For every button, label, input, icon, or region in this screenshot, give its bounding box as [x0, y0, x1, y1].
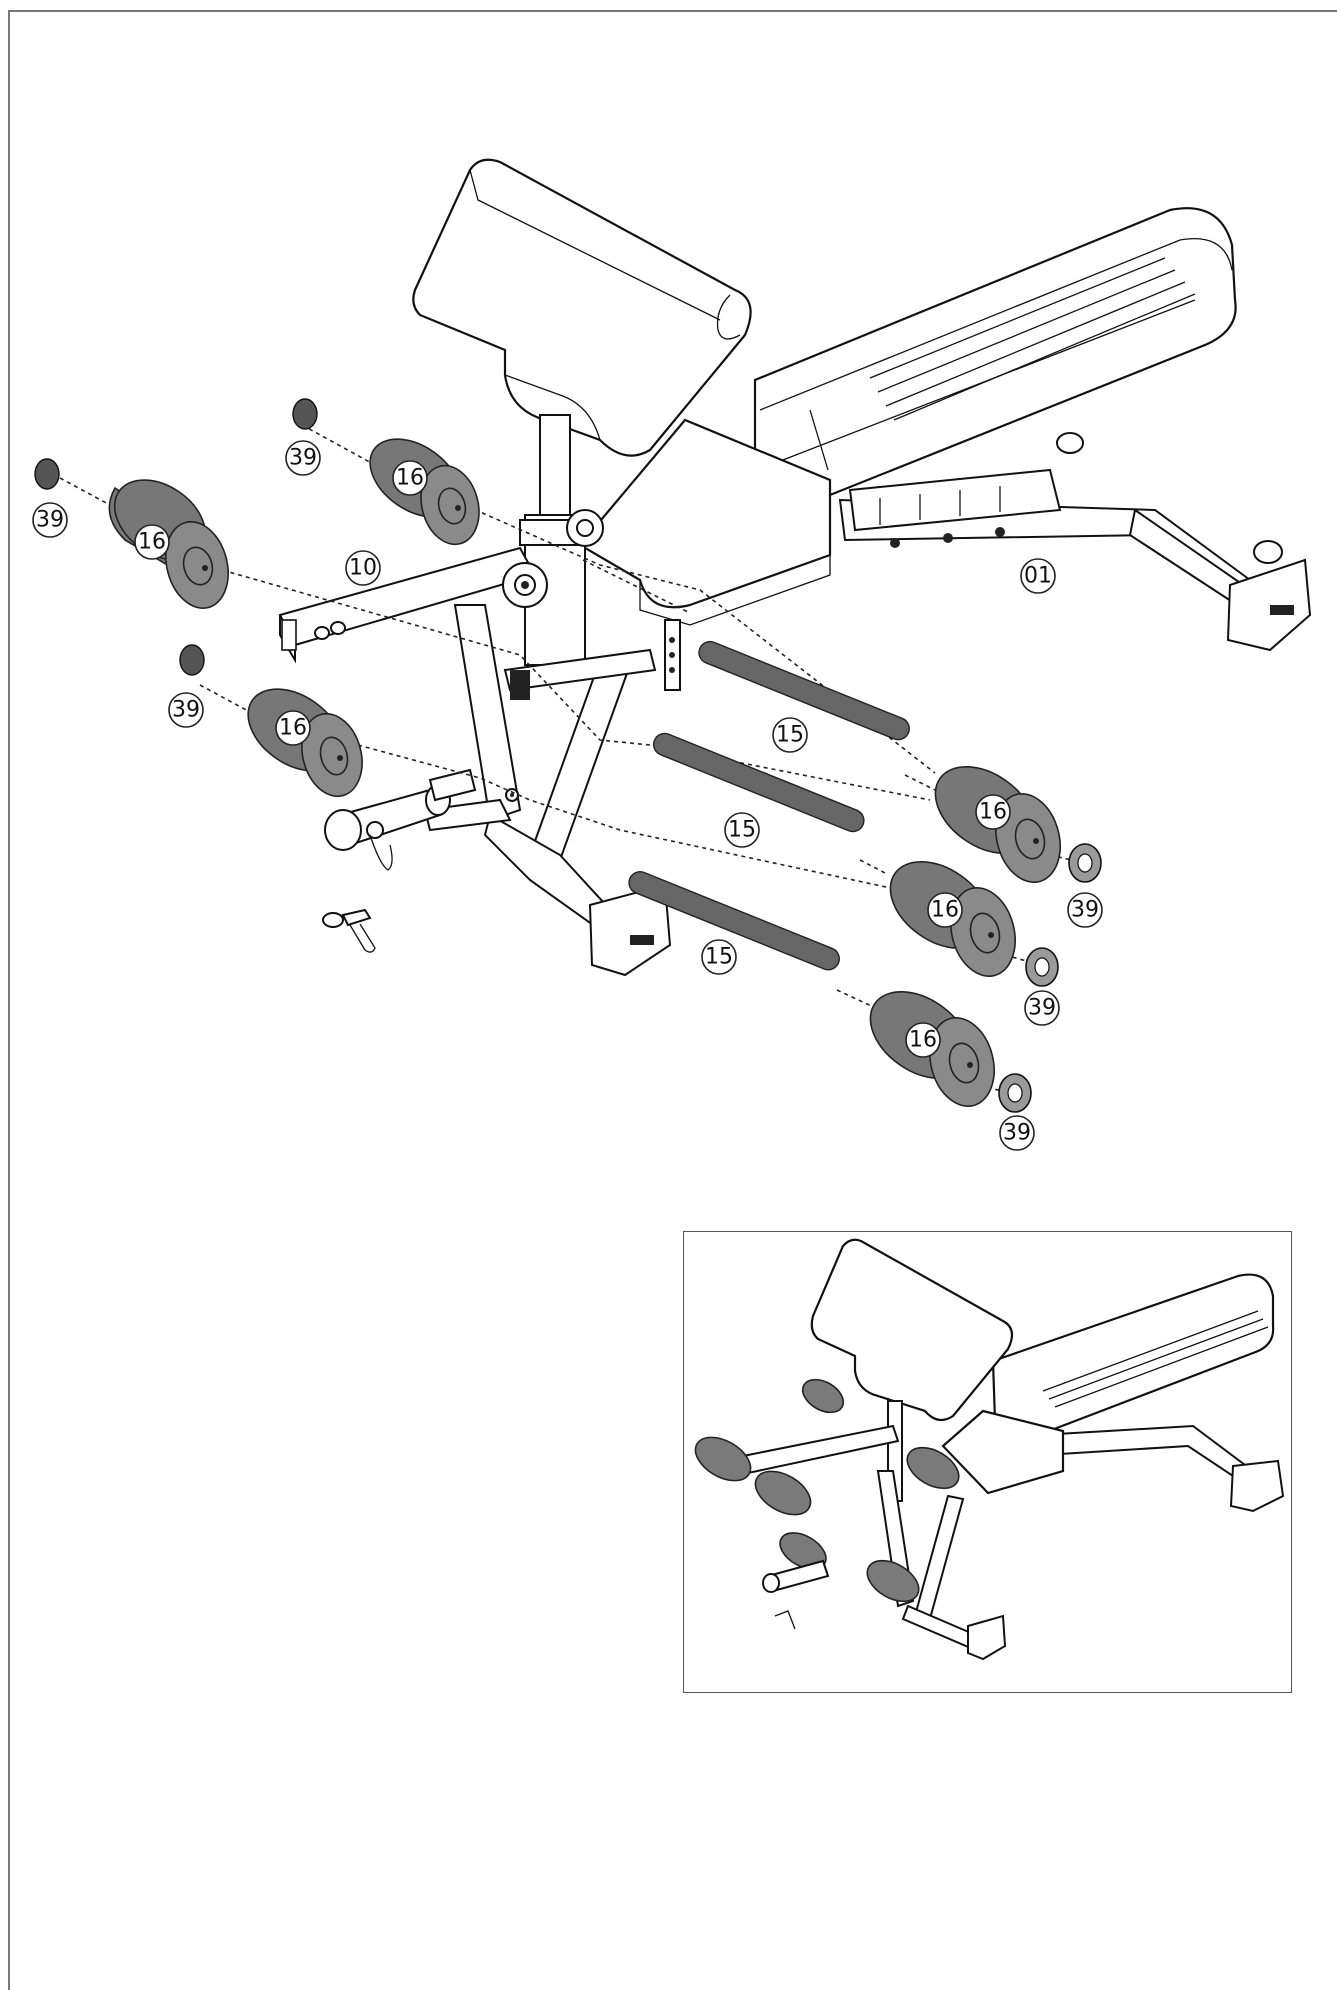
- assembled-view-frame: [683, 1231, 1292, 1693]
- svg-text:15: 15: [776, 723, 804, 748]
- callout-15: 15: [701, 939, 737, 975]
- svg-text:10: 10: [349, 556, 377, 581]
- part-callouts: 39 39 39 39 39 39 10 01 15 15 15: [32, 440, 1103, 1151]
- rod: [652, 732, 865, 833]
- roller-callout: 16: [979, 800, 1007, 825]
- clips-39: [34, 398, 1102, 1113]
- callout-39: 39: [285, 440, 321, 476]
- seat-pad: [578, 418, 832, 626]
- roller-callout: 16: [279, 716, 307, 741]
- callout-15: 15: [772, 717, 808, 753]
- page-border: [8, 10, 1337, 1990]
- front-leg-frame: [324, 604, 681, 977]
- svg-text:39: 39: [36, 508, 64, 533]
- roller-callout: 16: [396, 466, 424, 491]
- callout-39: 39: [1024, 990, 1060, 1026]
- rod: [628, 871, 840, 971]
- main-frame: [838, 432, 1312, 652]
- leg-arm-10: [278, 546, 548, 664]
- assembled-view: [694, 1238, 1285, 1661]
- rod: [698, 640, 910, 741]
- svg-text:39: 39: [1003, 1121, 1031, 1146]
- roller-callout: 16: [909, 1028, 937, 1053]
- svg-text:15: 15: [705, 945, 733, 970]
- svg-text:39: 39: [172, 698, 200, 723]
- svg-text:39: 39: [1028, 996, 1056, 1021]
- callout-39: 39: [999, 1115, 1035, 1151]
- rods-15: [628, 640, 910, 971]
- roller-callout: 16: [931, 898, 959, 923]
- svg-text:39: 39: [289, 446, 317, 471]
- spring-clip-loose: [322, 908, 376, 953]
- roller-callout: 16: [138, 530, 166, 555]
- roller-labels: 16 16 16 16 16 16: [134, 460, 1011, 1058]
- backrest-pad: [753, 207, 1237, 509]
- assembly-lines: [59, 424, 1081, 1093]
- svg-text:15: 15: [728, 818, 756, 843]
- preacher-pad: [412, 158, 752, 457]
- callout-39: 39: [168, 692, 204, 728]
- callout-39: 39: [1067, 892, 1103, 928]
- callout-10: 10: [345, 550, 381, 586]
- svg-text:39: 39: [1071, 898, 1099, 923]
- callout-15: 15: [724, 812, 760, 848]
- callout-01: 01: [1020, 558, 1056, 594]
- callout-39: 39: [32, 502, 68, 538]
- svg-text:01: 01: [1024, 564, 1052, 589]
- preacher-post: [519, 414, 604, 666]
